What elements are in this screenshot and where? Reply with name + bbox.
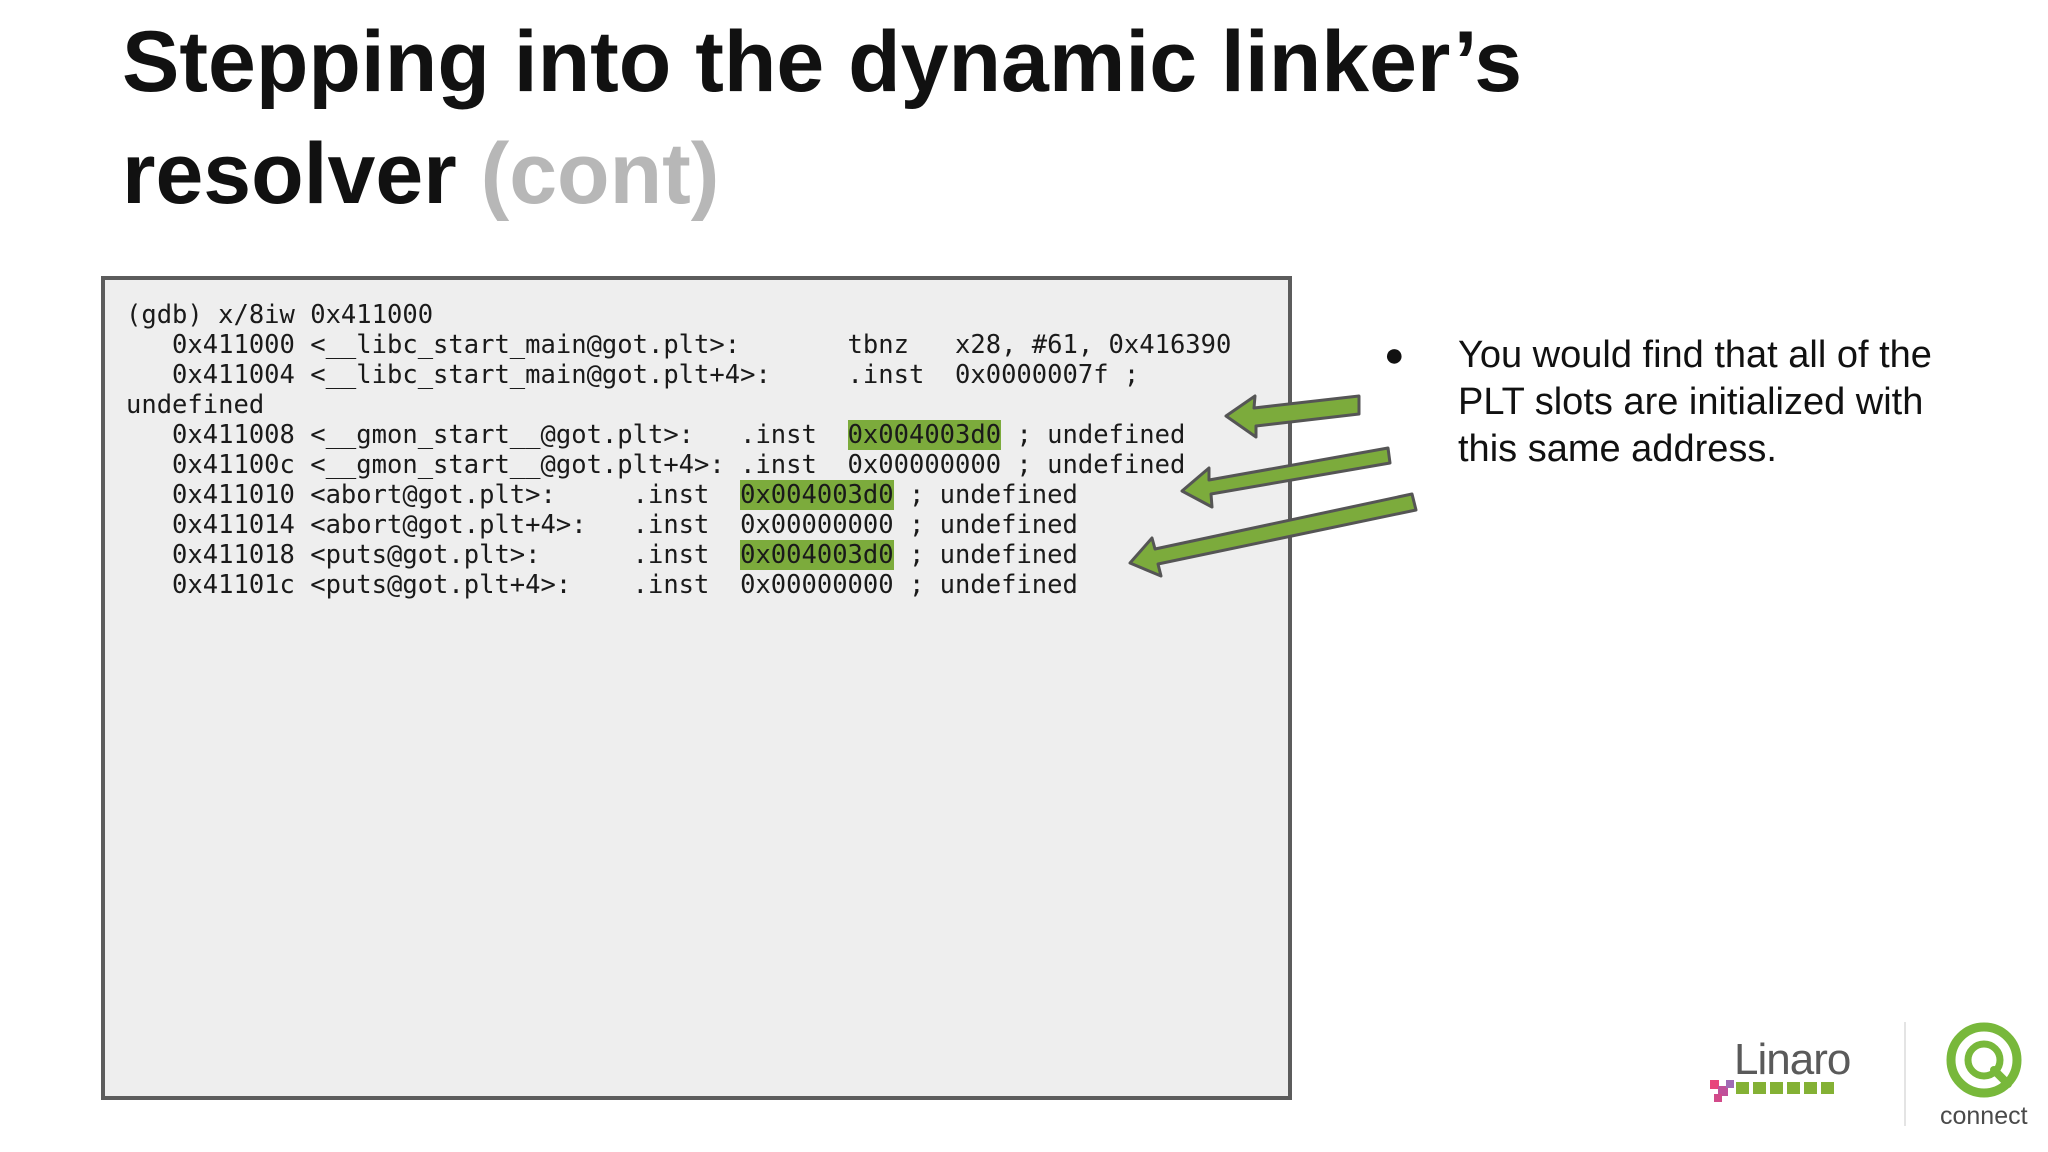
gdb-line-text: undefined	[126, 390, 265, 420]
gdb-line: 0x41100c <__gmon_start__@got.plt+4>: .in…	[126, 450, 1185, 480]
bullet-list: ● You would find that all of the PLT slo…	[1384, 332, 1944, 473]
gdb-line-text: ; undefined	[1001, 420, 1186, 450]
highlighted-address: 0x004003d0	[847, 420, 1002, 450]
connect-logo: connect	[1934, 1020, 2044, 1132]
gdb-line-text: ; undefined	[893, 480, 1078, 510]
gdb-line: 0x411004 <__libc_start_main@got.plt+4>: …	[126, 360, 1139, 390]
gdb-line-text: 0x41101c <puts@got.plt+4>: .inst 0x00000…	[126, 570, 1078, 600]
highlighted-address: 0x004003d0	[740, 540, 894, 570]
gdb-line-text: 0x411018 <puts@got.plt>: .inst	[126, 540, 741, 570]
linaro-wordmark: Linaro	[1734, 1035, 1851, 1084]
title-main: Stepping into the dynamic linker’s resol…	[122, 14, 1523, 222]
gdb-terminal-box: (gdb) x/8iw 0x411000 0x411000 <__libc_st…	[101, 276, 1292, 1100]
gdb-line: 0x411018 <puts@got.plt>: .inst 0x004003d…	[126, 540, 1078, 570]
connect-wordmark: connect	[1940, 1102, 2028, 1130]
logo-divider	[1904, 1022, 1906, 1126]
highlighted-address: 0x004003d0	[740, 480, 894, 510]
gdb-line-text: 0x411000 <__libc_start_main@got.plt>: tb…	[126, 330, 1232, 360]
linaro-logo: Linaro	[1706, 1036, 1866, 1116]
gdb-line: 0x41101c <puts@got.plt+4>: .inst 0x00000…	[126, 570, 1078, 600]
bullet-text: You would find that all of the PLT slots…	[1458, 334, 1932, 470]
gdb-line: 0x411000 <__libc_start_main@got.plt>: tb…	[126, 330, 1231, 360]
connect-ring-icon	[1946, 1022, 2022, 1098]
title-cont: (cont)	[480, 126, 720, 222]
gdb-line: undefined	[126, 390, 264, 420]
gdb-line-text: 0x411004 <__libc_start_main@got.plt+4>: …	[126, 360, 1140, 390]
gdb-line-text: (gdb) x/8iw 0x411000	[126, 300, 434, 330]
gdb-line-text: ; undefined	[893, 540, 1078, 570]
gdb-line-text: 0x411008 <__gmon_start__@got.plt>: .inst	[126, 420, 848, 450]
gdb-line: 0x411014 <abort@got.plt+4>: .inst 0x0000…	[126, 510, 1078, 540]
bullet-item: ● You would find that all of the PLT slo…	[1384, 332, 1944, 473]
slide-title: Stepping into the dynamic linker’s resol…	[122, 6, 1822, 230]
gdb-line-text: 0x41100c <__gmon_start__@got.plt+4>: .in…	[126, 450, 1186, 480]
gdb-line: 0x411010 <abort@got.plt>: .inst 0x004003…	[126, 480, 1078, 510]
gdb-line: (gdb) x/8iw 0x411000	[126, 300, 433, 330]
gdb-output: (gdb) x/8iw 0x411000 0x411000 <__libc_st…	[126, 300, 1231, 600]
gdb-line-text: 0x411014 <abort@got.plt+4>: .inst 0x0000…	[126, 510, 1078, 540]
linaro-squares-icon	[1710, 1080, 1834, 1102]
gdb-line-text: 0x411010 <abort@got.plt>: .inst	[126, 480, 741, 510]
bullet-dot-icon: ●	[1384, 336, 1405, 374]
gdb-line: 0x411008 <__gmon_start__@got.plt>: .inst…	[126, 420, 1185, 450]
